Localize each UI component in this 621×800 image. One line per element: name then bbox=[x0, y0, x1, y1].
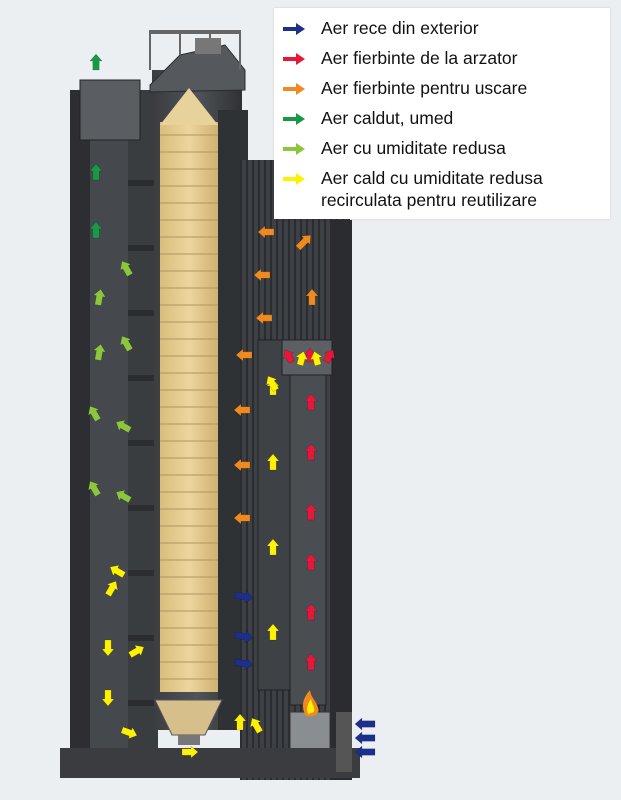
flow-arrow bbox=[234, 630, 254, 644]
right-outer-wall bbox=[330, 220, 352, 780]
flame-icon bbox=[303, 690, 319, 717]
flow-arrow bbox=[233, 511, 251, 525]
flow-arrow bbox=[181, 745, 199, 759]
flow-arrow bbox=[304, 443, 318, 461]
bottom-hopper bbox=[154, 699, 223, 736]
flow-arrow bbox=[266, 453, 280, 471]
flow-arrow bbox=[304, 503, 318, 521]
flow-arrow bbox=[305, 288, 319, 306]
legend: Aer rece din exterior Aer fierbinte de l… bbox=[274, 8, 610, 219]
flow-arrow bbox=[234, 657, 254, 671]
flow-arrow bbox=[89, 221, 103, 239]
top-motor bbox=[195, 38, 221, 54]
legend-label-line1: Aer cald cu umiditate redusa bbox=[321, 168, 543, 188]
blue-arrow-icon bbox=[283, 23, 305, 35]
burner-duct bbox=[289, 374, 327, 706]
flow-arrow bbox=[115, 419, 132, 434]
exhaust-fan-housing bbox=[79, 79, 141, 141]
flow-arrow bbox=[354, 717, 376, 731]
flow-arrow bbox=[257, 225, 275, 239]
base-plinth bbox=[60, 748, 360, 778]
flow-arrow bbox=[233, 458, 251, 472]
flow-arrow bbox=[322, 349, 336, 364]
green-arrow-icon bbox=[283, 113, 305, 125]
flow-arrow bbox=[235, 348, 253, 362]
flow-arrow bbox=[87, 480, 102, 497]
channel-ledge bbox=[128, 635, 154, 641]
air-intake-louvers bbox=[336, 712, 352, 772]
flow-arrow bbox=[87, 405, 102, 422]
flow-arrow bbox=[295, 235, 311, 251]
flow-arrow bbox=[295, 351, 309, 367]
flow-arrow bbox=[255, 311, 273, 325]
flow-arrow bbox=[101, 639, 115, 657]
flow-arrow bbox=[101, 689, 115, 707]
flow-arrow bbox=[115, 489, 132, 504]
flow-arrow bbox=[93, 288, 106, 306]
flow-arrow bbox=[120, 726, 138, 740]
left-channel-ledges bbox=[128, 180, 154, 706]
flow-arrow bbox=[89, 53, 103, 71]
flow-arrow bbox=[233, 403, 251, 417]
channel-ledge bbox=[128, 180, 154, 186]
flow-arrow bbox=[304, 553, 318, 571]
grain-top-heap bbox=[160, 88, 218, 125]
channel-ledge bbox=[128, 245, 154, 251]
flow-arrow bbox=[89, 163, 103, 181]
flow-arrow bbox=[304, 393, 318, 411]
flow-arrow bbox=[265, 375, 280, 392]
legend-label: Aer rece din exterior bbox=[321, 18, 479, 38]
flow-arrow bbox=[119, 260, 134, 277]
channel-ledge bbox=[128, 570, 154, 576]
legend-label-line2: recirculata pentru reutilizare bbox=[321, 190, 537, 210]
hopper-outlet bbox=[178, 735, 200, 745]
left-outer-wall bbox=[70, 90, 90, 750]
flow-arrow bbox=[128, 644, 145, 659]
roof-railing bbox=[150, 30, 240, 34]
orange-arrow-icon bbox=[283, 83, 305, 95]
legend-arrow-shape bbox=[283, 23, 305, 35]
flow-arrow bbox=[266, 538, 280, 556]
flow-arrow bbox=[93, 343, 106, 361]
legend-label: Aer fierbinte pentru uscare bbox=[321, 78, 528, 98]
flow-arrow bbox=[309, 351, 323, 367]
red-arrow-icon bbox=[283, 53, 305, 65]
channel-ledge bbox=[128, 440, 154, 446]
flow-arrow bbox=[109, 564, 126, 579]
flow-arrow bbox=[119, 335, 134, 352]
channel-ledge bbox=[128, 310, 154, 316]
flow-arrow bbox=[234, 590, 254, 604]
flow-arrow bbox=[249, 717, 264, 734]
flow-arrow bbox=[282, 349, 296, 364]
legend-label: Aer cu umiditate redusa bbox=[321, 138, 506, 158]
flow-arrow bbox=[253, 268, 271, 282]
flow-arrow bbox=[354, 745, 376, 759]
dryer-structure bbox=[60, 30, 360, 780]
flow-arrow bbox=[233, 713, 247, 731]
channel-ledge bbox=[128, 700, 154, 706]
channel-ledge bbox=[128, 505, 154, 511]
yellow-arrow-icon bbox=[283, 173, 305, 185]
lightgreen-arrow-icon bbox=[283, 143, 305, 155]
flow-arrow bbox=[304, 603, 318, 621]
flow-arrow bbox=[304, 653, 318, 671]
flow-arrow bbox=[354, 731, 376, 745]
legend-label: Aer caldut, umed bbox=[321, 108, 454, 128]
flow-arrow bbox=[266, 623, 280, 641]
channel-ledge bbox=[128, 375, 154, 381]
legend-label: Aer fierbinte de la arzator bbox=[321, 48, 518, 68]
flow-arrow bbox=[104, 580, 119, 597]
flow-arrows bbox=[87, 53, 376, 759]
grain-shelves bbox=[160, 134, 218, 680]
